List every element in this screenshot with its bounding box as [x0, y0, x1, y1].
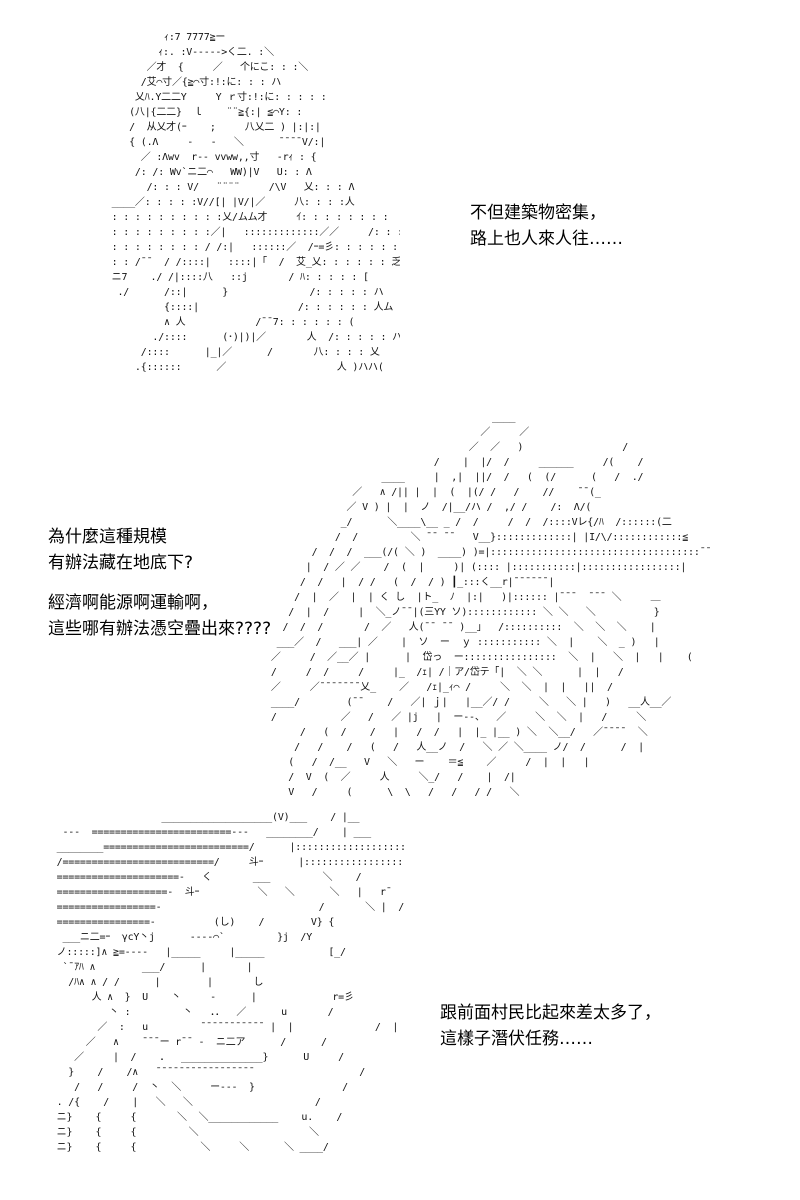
panel-2-illustration: ____ ／ ／ ／ ／ ) / / | |/ / ______ /( / __: [265, 410, 785, 810]
panel-3-illustration: ___________________(V)___ / |__ --- ====…: [45, 810, 405, 1190]
panel-1-caption: 不但建築物密集， 路上也人來人往……: [470, 200, 623, 252]
ascii-art-character-1: ｨ:7 7777≧ー ｨ:. :V----->く二. :＼ ／才 { ／ 个にこ…: [111, 32, 400, 373]
caption-spacer: [48, 576, 271, 590]
caption-line: 路上也人來人往……: [470, 229, 623, 249]
caption-line: 這樣子潛伏任務……: [440, 1029, 593, 1049]
caption-line: 不但建築物密集，: [470, 203, 606, 223]
panel-3-caption: 跟前面村民比起來差太多了， 這樣子潛伏任務……: [440, 1000, 661, 1052]
caption-line: 這些哪有辦法憑空疊出來????: [48, 619, 272, 639]
ascii-art-character-2: ____ ／ ／ ／ ／ ) / / | |/ / ______ /( / __: [270, 412, 712, 798]
caption-line: 跟前面村民比起來差太多了，: [440, 1003, 661, 1023]
caption-line: 有辦法藏在地底下?: [48, 553, 194, 573]
panel-1-illustration: ｨ:7 7777≧ー ｨ:. :V----->く二. :＼ ／才 { ／ 个にこ…: [100, 30, 400, 460]
panel-2-caption: 為什麼這種規模 有辦法藏在地底下? 經濟啊能源啊運輸啊， 這些哪有辦法憑空疊出來…: [48, 524, 271, 642]
caption-line: 經濟啊能源啊運輸啊，: [48, 593, 218, 613]
caption-line: 為什麼這種規模: [48, 527, 167, 547]
ascii-art-character-3: ___________________(V)___ / |__ --- ====…: [56, 812, 405, 1153]
